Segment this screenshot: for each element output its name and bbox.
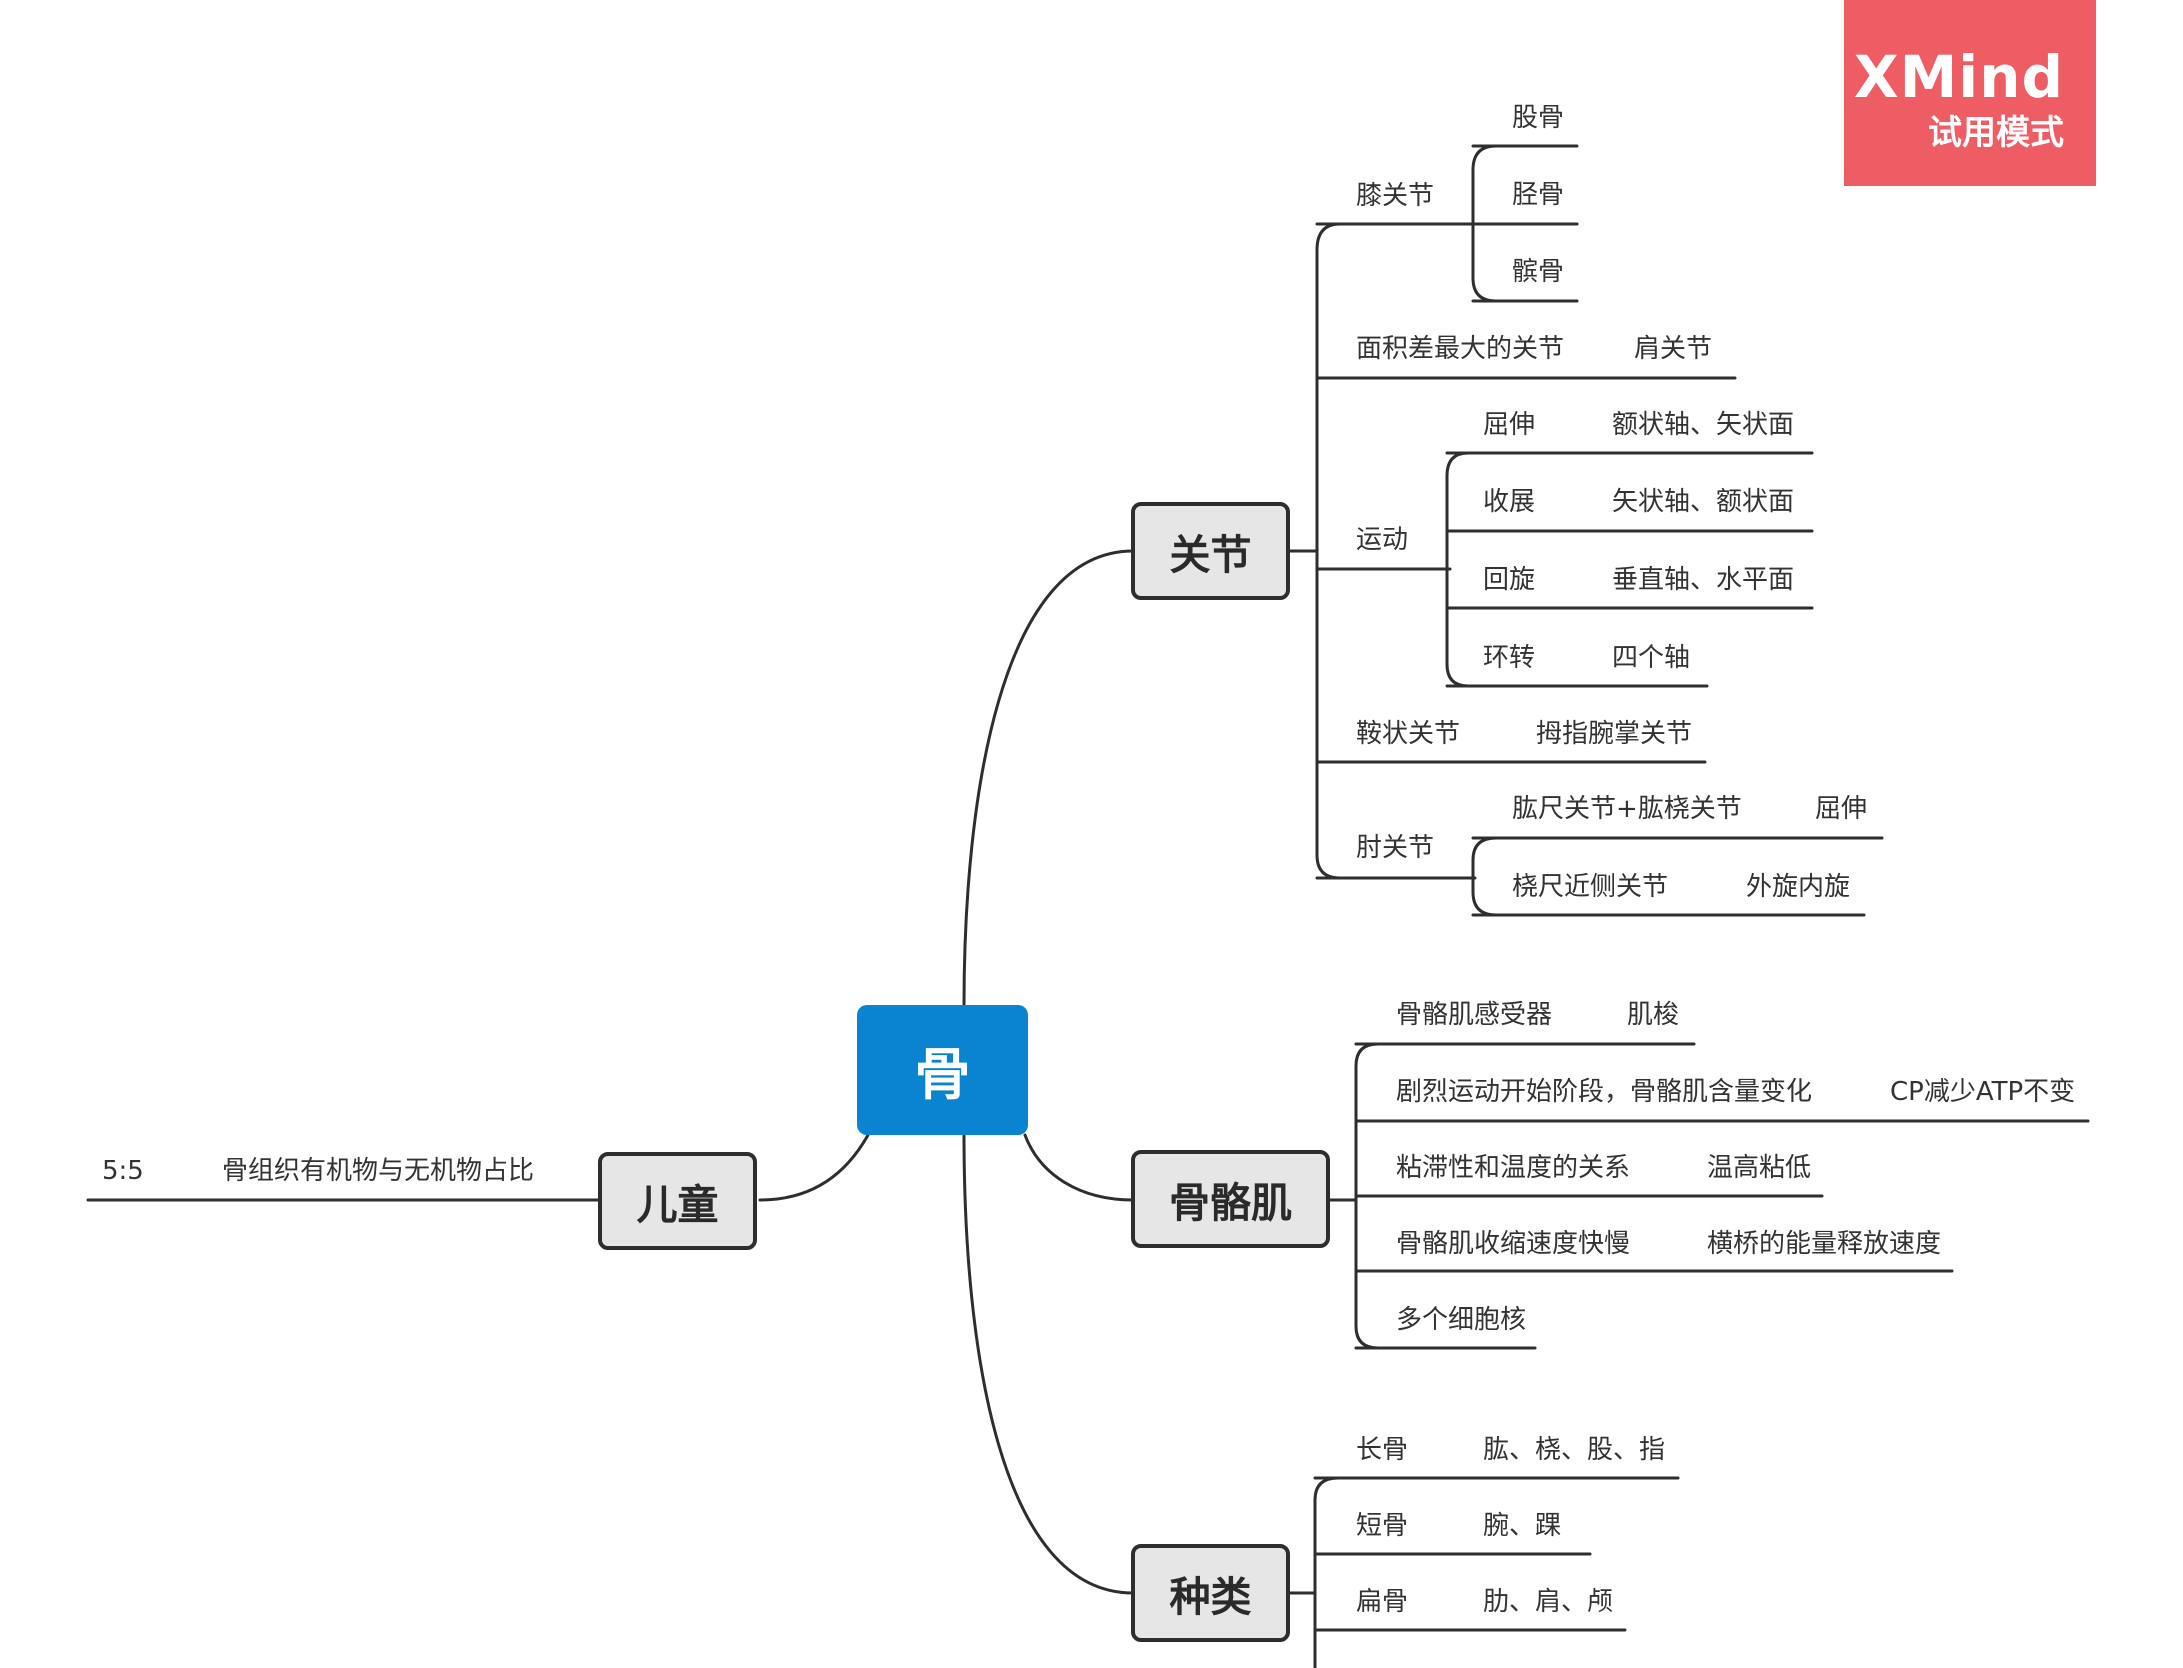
guge-row-value[interactable]: 温高粘低 [1707, 1153, 1812, 1183]
topic-guge[interactable]: 骨骼肌 [1131, 1150, 1330, 1248]
yundong-row-value[interactable]: 垂直轴、水平面 [1612, 565, 1795, 595]
badge-brand: XMind [1853, 43, 2064, 111]
guge-row-value[interactable]: 横桥的能量释放速度 [1707, 1229, 1942, 1259]
guge-row-label[interactable]: 剧烈运动开始阶段，骨骼肌含量变化 [1396, 1077, 1813, 1107]
subtopic-mianji[interactable]: 面积差最大的关节 [1356, 334, 1565, 364]
guge-row-label[interactable]: 骨骼肌感受器 [1396, 1000, 1553, 1030]
topic-zhonglei-label: 种类 [1169, 1573, 1252, 1621]
topic-ertong[interactable]: 儿童 [598, 1152, 757, 1250]
central-topic-label: 骨 [914, 1042, 971, 1108]
guge-row-label[interactable]: 多个细胞核 [1396, 1305, 1527, 1335]
subtopic-zhou[interactable]: 肘关节 [1356, 833, 1435, 863]
zhou-row-value[interactable]: 外旋内旋 [1746, 872, 1851, 902]
topic-zhonglei[interactable]: 种类 [1131, 1544, 1290, 1642]
guge-row-label[interactable]: 骨骼肌收缩速度快慢 [1396, 1229, 1631, 1259]
zhou-row-value[interactable]: 屈伸 [1815, 794, 1868, 824]
ertong-value[interactable]: 5:5 [102, 1156, 144, 1186]
subtopic-anzhuang-value[interactable]: 拇指腕掌关节 [1536, 719, 1693, 749]
xmind-trial-badge[interactable]: XMind 试用模式 [1844, 0, 2096, 186]
zhonglei-row-value[interactable]: 肋、肩、颅 [1483, 1587, 1614, 1617]
subtopic-xi-child[interactable]: 胫骨 [1512, 180, 1565, 210]
central-topic[interactable]: 骨 [857, 1005, 1028, 1135]
subtopic-xi-child[interactable]: 股骨 [1512, 103, 1565, 133]
yundong-row-label[interactable]: 环转 [1483, 643, 1536, 673]
yundong-row-label[interactable]: 屈伸 [1483, 410, 1536, 440]
subtopic-xi-child[interactable]: 髌骨 [1512, 257, 1565, 287]
badge-mode: 试用模式 [1928, 113, 2064, 153]
subtopic-mianji-value[interactable]: 肩关节 [1634, 334, 1713, 364]
zhou-row-label[interactable]: 肱尺关节+肱桡关节 [1512, 794, 1742, 824]
topic-guanjie[interactable]: 关节 [1131, 502, 1290, 600]
guge-row-label[interactable]: 粘滞性和温度的关系 [1396, 1153, 1631, 1183]
zhonglei-row-value[interactable]: 肱、桡、股、指 [1483, 1435, 1666, 1465]
zhonglei-row-value[interactable]: 腕、踝 [1483, 1511, 1562, 1541]
zhonglei-row-label[interactable]: 长骨 [1356, 1435, 1409, 1465]
topic-guanjie-label: 关节 [1169, 531, 1252, 579]
yundong-row-value[interactable]: 矢状轴、额状面 [1612, 487, 1795, 517]
yundong-row-value[interactable]: 四个轴 [1612, 643, 1691, 673]
yundong-row-value[interactable]: 额状轴、矢状面 [1612, 410, 1795, 440]
guge-row-value[interactable]: 肌梭 [1627, 1000, 1680, 1030]
guge-row-value[interactable]: CP减少ATP不变 [1890, 1077, 2076, 1107]
subtopic-anzhuang[interactable]: 鞍状关节 [1356, 719, 1461, 749]
topic-guge-label: 骨骼肌 [1169, 1179, 1292, 1227]
subtopic-xi[interactable]: 膝关节 [1356, 181, 1435, 211]
yundong-row-label[interactable]: 回旋 [1483, 565, 1536, 595]
ertong-label[interactable]: 骨组织有机物与无机物占比 [222, 1156, 535, 1186]
topic-ertong-label: 儿童 [636, 1181, 719, 1229]
zhou-row-label[interactable]: 桡尺近侧关节 [1512, 872, 1669, 902]
subtopic-yundong[interactable]: 运动 [1356, 525, 1409, 555]
yundong-row-label[interactable]: 收展 [1483, 487, 1536, 517]
zhonglei-row-label[interactable]: 短骨 [1356, 1511, 1409, 1541]
zhonglei-row-label[interactable]: 扁骨 [1356, 1587, 1409, 1617]
